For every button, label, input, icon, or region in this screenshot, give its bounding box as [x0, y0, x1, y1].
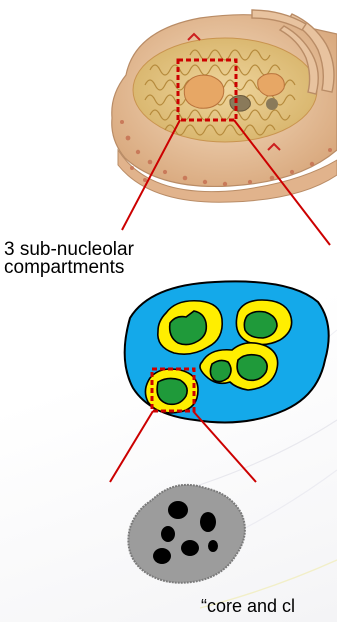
subnucleolar-compartments-label: 3 sub-nucleolar compartments	[4, 241, 134, 277]
core-caption: “core and cl	[201, 597, 295, 615]
granular-core-body	[128, 485, 245, 583]
